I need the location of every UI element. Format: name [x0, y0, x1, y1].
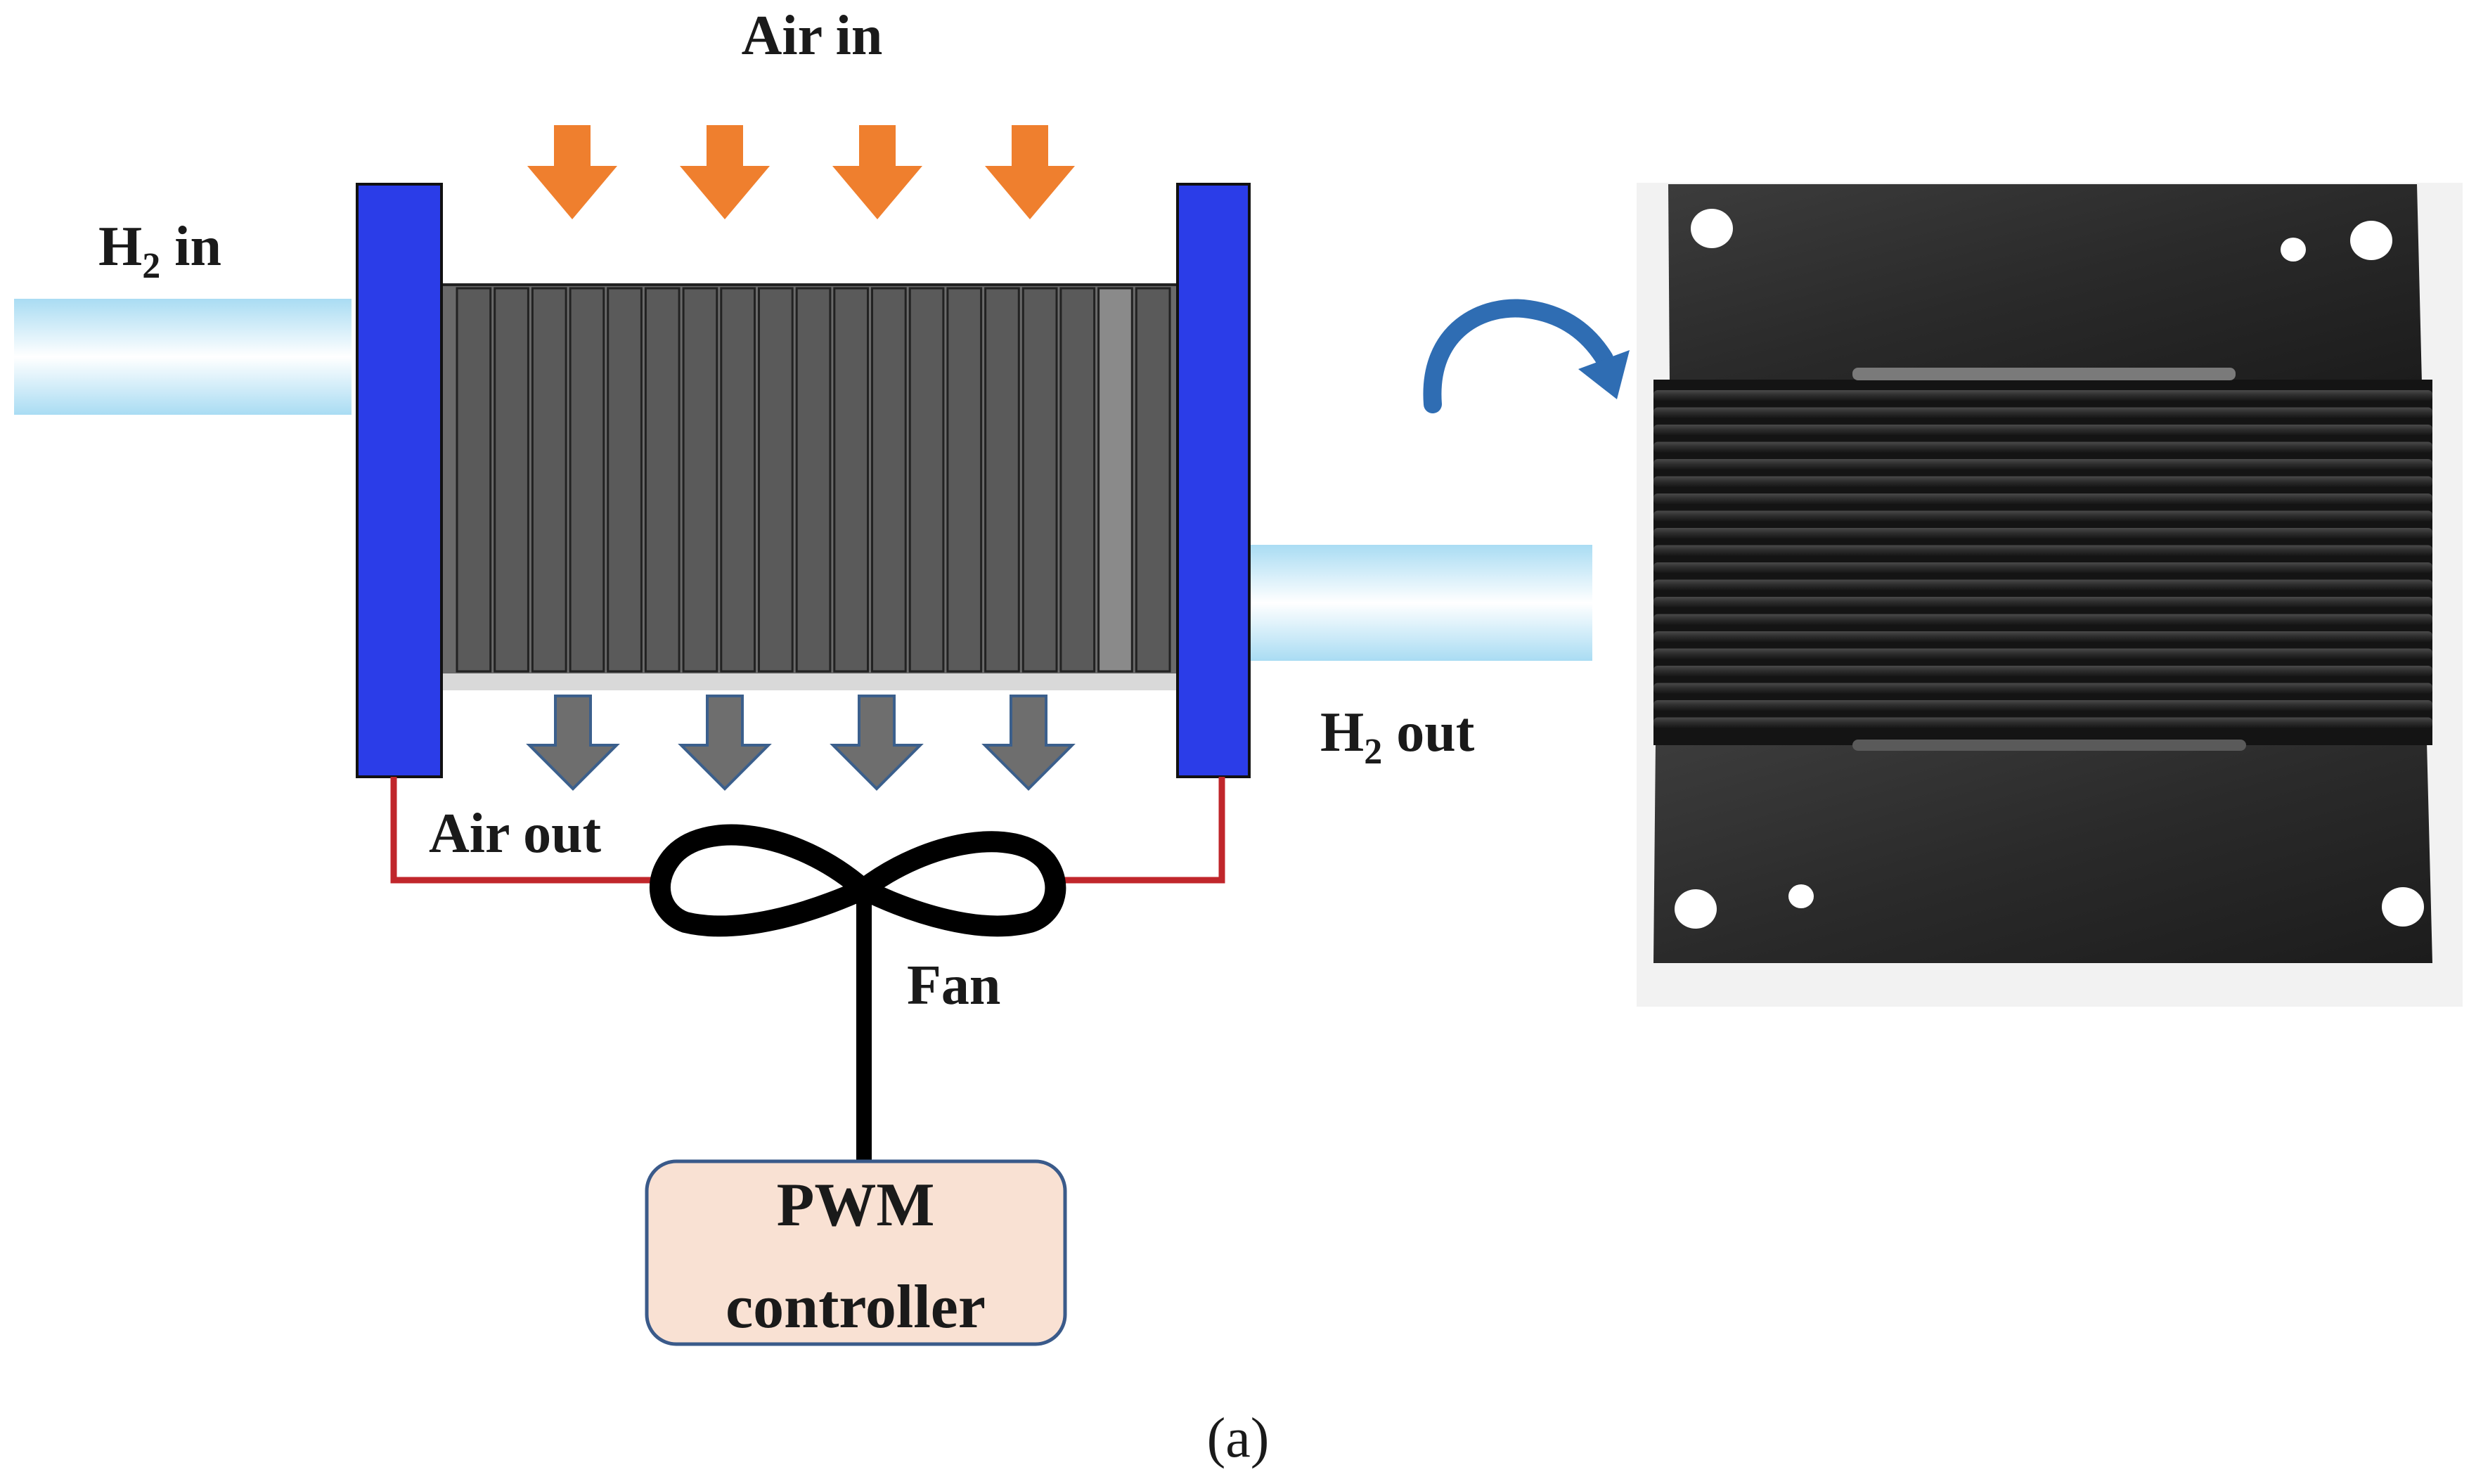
- air-in-arrow-4: [985, 125, 1075, 219]
- stack-cell: [1021, 287, 1058, 673]
- plate-fin: [1653, 614, 2432, 625]
- right-wire: [1055, 777, 1225, 884]
- air-out-arrows: [526, 695, 1076, 791]
- stack-cell: [1059, 287, 1096, 673]
- stack-cell: [1097, 287, 1133, 673]
- fuel-cell-stack: [438, 283, 1179, 690]
- curved-arrow-icon: [1423, 299, 1630, 413]
- air-out-arrow-3: [830, 695, 924, 791]
- stack-cell: [644, 287, 681, 673]
- right-end-plate: [1176, 183, 1251, 778]
- h2-inlet-pipe: [14, 299, 352, 415]
- pwm-controller-box: [645, 1159, 1067, 1346]
- stack-cell: [908, 287, 945, 673]
- plate-fin: [1653, 717, 2432, 728]
- stack-cell: [494, 287, 529, 673]
- stack-cell: [833, 287, 870, 673]
- stack-cell: [682, 287, 718, 673]
- plate-fin: [1653, 683, 2432, 694]
- air-out-label: Air out: [429, 803, 602, 865]
- stack-cell: [569, 287, 605, 673]
- air-in-arrow-1: [527, 125, 617, 219]
- stack-cell: [607, 287, 643, 673]
- pwm-controller-label-line1: PWM: [777, 1171, 935, 1239]
- plate-fin: [1653, 390, 2432, 401]
- plate-fin: [1653, 425, 2432, 436]
- stack-cell: [456, 287, 492, 673]
- left-end-plate: [356, 183, 443, 778]
- h2-in-subscript: 2: [142, 246, 160, 286]
- fan-icon: [650, 824, 1066, 937]
- plate-fin: [1653, 579, 2432, 591]
- bipolar-plate-photo: [1637, 183, 2463, 1007]
- fan-shaft: [856, 893, 872, 1163]
- plate-fin: [1653, 597, 2432, 608]
- air-in-arrow-3: [832, 125, 922, 219]
- stack-cell: [1135, 287, 1171, 673]
- air-out-arrow-1: [526, 695, 620, 791]
- plate-fin: [1653, 493, 2432, 505]
- plate-fin: [1653, 631, 2432, 643]
- stack-cell: [984, 287, 1020, 673]
- plate-fins: [1653, 390, 2432, 728]
- plate-fin: [1653, 666, 2432, 677]
- h2-in-label: H2 in: [98, 216, 221, 286]
- left-wire: [390, 777, 671, 884]
- stack-cell: [720, 287, 756, 673]
- stack-cell: [758, 287, 794, 673]
- plate-fin: [1653, 545, 2432, 556]
- plate-fin: [1653, 648, 2432, 659]
- air-out-arrow-2: [678, 695, 772, 791]
- air-out-arrow-4: [981, 695, 1076, 791]
- plate-fin: [1653, 441, 2432, 453]
- plate-fin: [1653, 528, 2432, 539]
- figure-caption: (a): [1207, 1407, 1270, 1469]
- h2-out-label: H2 out: [1320, 702, 1475, 772]
- plate-fin: [1653, 407, 2432, 418]
- plate-fin: [1653, 700, 2432, 711]
- air-in-label: Air in: [742, 5, 883, 67]
- air-in-arrow-2: [680, 125, 770, 219]
- stack-cell: [531, 287, 567, 673]
- plate-fin: [1653, 510, 2432, 522]
- plate-fin: [1653, 476, 2432, 487]
- pwm-controller-label-line2: controller: [726, 1273, 986, 1341]
- h2-outlet-pipe: [1248, 545, 1592, 661]
- plate-fin: [1653, 562, 2432, 574]
- stack-cell: [871, 287, 907, 673]
- wires: [390, 777, 1225, 884]
- stack-cell: [946, 287, 983, 673]
- h2-out-subscript: 2: [1364, 732, 1382, 772]
- fan-label: Fan: [907, 955, 1000, 1017]
- plate-fin: [1653, 459, 2432, 470]
- stack-cell: [795, 287, 832, 673]
- air-in-arrows: [527, 125, 1075, 219]
- stack-cells: [456, 287, 1171, 673]
